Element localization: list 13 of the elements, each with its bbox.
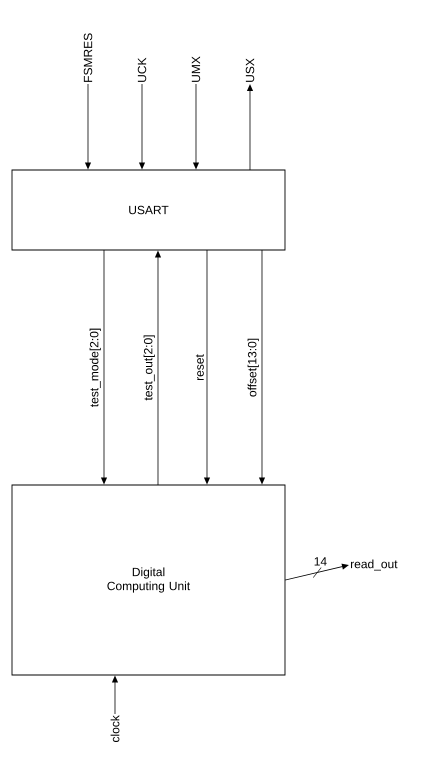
- signal-label: clock: [110, 715, 120, 742]
- signal-label: UCK: [138, 58, 146, 82]
- edge-label: test_out[2:0]: [144, 335, 155, 400]
- edge-label: test_mode[2:0]: [90, 328, 101, 407]
- edge-label: offset[13:0]: [248, 338, 259, 397]
- signal-label: FSMRES: [84, 33, 92, 82]
- signal-label: USX: [246, 58, 254, 82]
- signal-label: UMX: [192, 56, 200, 82]
- signal-label: read_out: [351, 559, 398, 571]
- block-box: Digital Computing Unit: [12, 484, 286, 676]
- edge-label: 14: [314, 557, 327, 566]
- edge-label: reset: [196, 354, 204, 380]
- block-box: USART: [12, 170, 286, 250]
